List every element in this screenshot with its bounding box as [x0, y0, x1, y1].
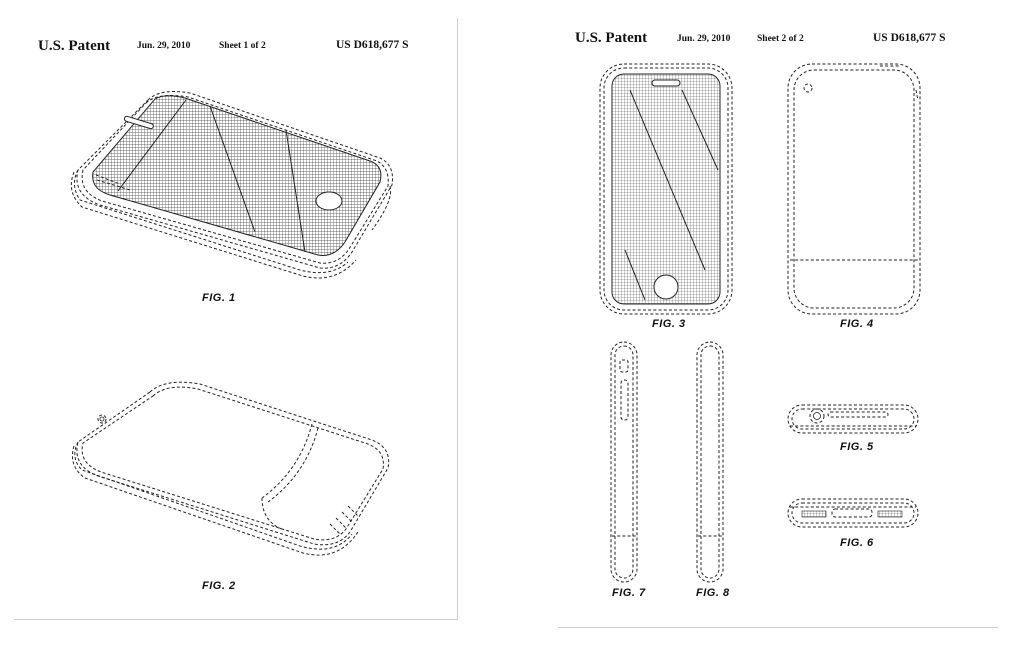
figure-5-label: FIG. 5: [840, 441, 874, 453]
header-office: U.S. Patent: [575, 30, 648, 46]
figure-2-drawing: [71, 381, 390, 556]
figure-3-label: FIG. 3: [652, 318, 686, 330]
header-date: Jun. 29, 2010: [677, 34, 731, 44]
figure-4-drawing: [787, 63, 921, 315]
header-office: U.S. Patent: [38, 38, 111, 54]
patent-sheet-1: U.S. Patent Jun. 29, 2010 Sheet 1 of 2 U…: [0, 0, 458, 620]
header-sheet: Sheet 2 of 2: [757, 34, 804, 44]
patent-sheet-2: U.S. Patent Jun. 29, 2010 Sheet 2 of 2 U…: [540, 0, 1019, 658]
figure-2-label: FIG. 2: [202, 580, 236, 592]
figure-8-drawing: [696, 341, 724, 583]
figure-5-drawing: [787, 404, 919, 434]
figure-1-drawing: [70, 91, 393, 279]
figure-8-label: FIG. 8: [696, 587, 730, 599]
figure-7-label: FIG. 7: [612, 587, 646, 599]
header-patent-number: US D618,677 S: [873, 32, 946, 44]
figure-4-label: FIG. 4: [840, 318, 874, 330]
figure-3-drawing: [599, 63, 733, 315]
header-date: Jun. 29, 2010: [137, 41, 191, 51]
figure-7-drawing: [610, 341, 638, 583]
figure-6-drawing: [787, 498, 919, 528]
header-patent-number: US D618,677 S: [336, 39, 409, 51]
figure-6-label: FIG. 6: [840, 537, 874, 549]
figure-1-label: FIG. 1: [202, 292, 236, 304]
header-sheet: Sheet 1 of 2: [219, 41, 266, 51]
